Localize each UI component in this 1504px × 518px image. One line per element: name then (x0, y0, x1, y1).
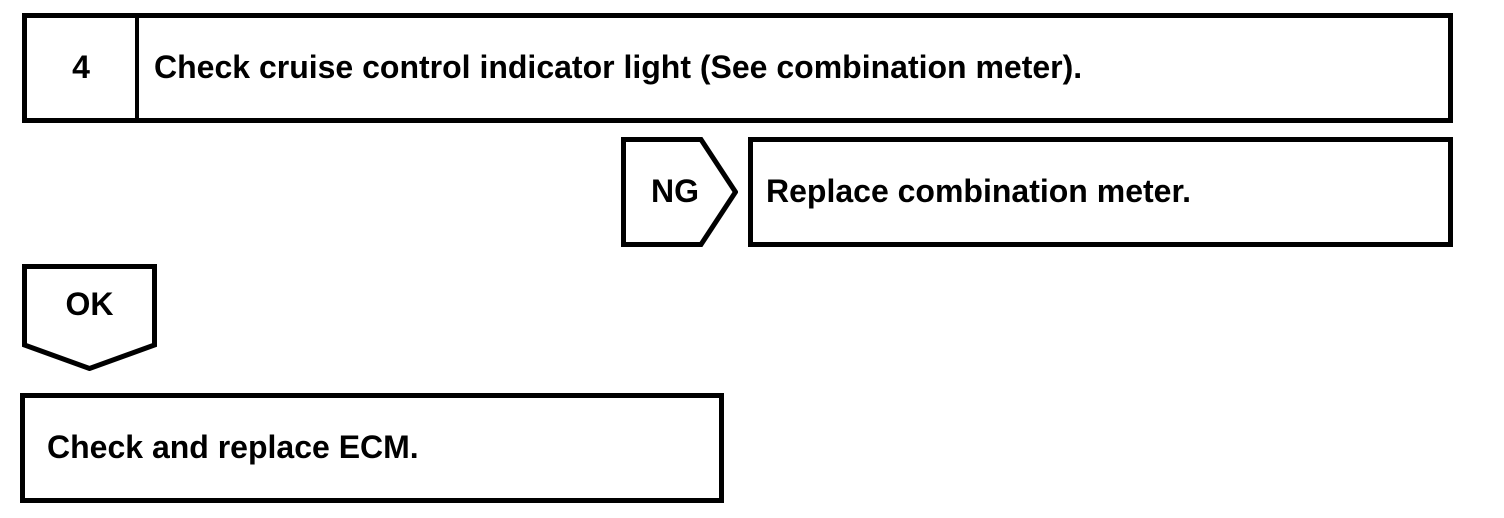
ok-branch-pentagon: OK (22, 264, 157, 371)
ng-action-text: Replace combination meter. (766, 173, 1192, 210)
ng-pentagon-shape (621, 137, 738, 247)
ok-pentagon-shape (22, 264, 157, 371)
ok-action-box: Check and replace ECM. (20, 393, 724, 503)
step-instruction: Check cruise control indicator light (Se… (154, 49, 1083, 86)
ng-branch-pentagon: NG (621, 137, 738, 247)
ng-action-box: Replace combination meter. (748, 137, 1453, 247)
ok-label: OK (65, 285, 114, 322)
ng-label: NG (651, 173, 699, 210)
step-instruction-cell: Check cruise control indicator light (Se… (139, 18, 1448, 118)
step-number: 4 (72, 49, 90, 86)
ok-action-text: Check and replace ECM. (47, 429, 419, 466)
step-number-cell: 4 (27, 18, 139, 118)
step-box: 4 Check cruise control indicator light (… (22, 13, 1453, 123)
